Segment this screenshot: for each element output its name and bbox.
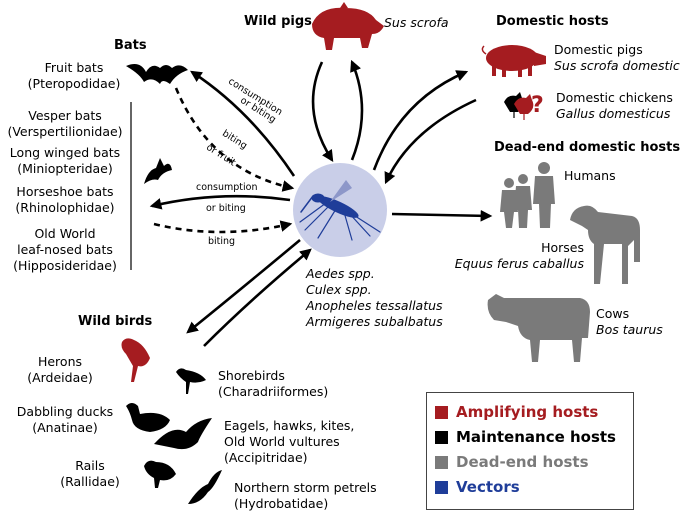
horse-icon xyxy=(570,205,640,284)
legend-swatch xyxy=(435,480,448,494)
arrow-birds-to-vector xyxy=(203,248,312,347)
arrow-vector-to-pigs xyxy=(350,59,364,161)
wild-birds-title: Wild birds xyxy=(78,314,153,329)
arrow-fruit-bats-to-vector xyxy=(174,87,295,192)
rail-icon xyxy=(144,460,176,488)
legend-item-vectors: Vectors xyxy=(435,476,520,498)
bats-title: Bats xyxy=(114,38,147,53)
legend-item-maintenance: Maintenance hosts xyxy=(435,426,616,448)
bird-group-herons: Herons (Ardeidae) xyxy=(27,354,93,385)
wild-pigs-species: Sus scrofa xyxy=(384,15,449,30)
fruit-bat-icon xyxy=(126,64,188,84)
bat-group-long-winged: Long winged bats (Miniopteridae) xyxy=(9,145,121,176)
domestic-pig-icon xyxy=(481,45,546,77)
vector-species-list: Aedes spp. Culex spp. Anopheles tessalla… xyxy=(306,266,443,329)
dead-end-title: Dead-end domestic hosts xyxy=(494,140,680,155)
arrow-vector-to-fruit-bats xyxy=(190,70,296,177)
legend-swatch xyxy=(435,430,448,444)
legend-swatch xyxy=(435,455,448,469)
arrows xyxy=(149,59,493,347)
label-mid-or-biting: or biting xyxy=(206,203,246,214)
chicken-icon xyxy=(504,92,534,120)
bat-group-vesper: Vesper bats (Verspertilionidae) xyxy=(7,108,123,139)
bird-group-accipitridae: Eagels, hawks, kites, Old World vultures… xyxy=(224,418,355,465)
arrow-bats-to-vector xyxy=(153,220,293,234)
arrow-vector-to-birds xyxy=(186,239,301,334)
arrow-vector-to-bats xyxy=(149,194,291,210)
bat-icon xyxy=(144,158,172,184)
bird-group-shorebirds: Shorebirds (Charadriiformes) xyxy=(218,368,329,399)
legend-item-dead-end: Dead-end hosts xyxy=(435,451,589,473)
humans-icon xyxy=(500,162,555,228)
question-mark: ? xyxy=(531,93,544,118)
heron-icon xyxy=(121,338,150,382)
label-mid-consumption: consumption xyxy=(196,182,258,193)
domestic-hosts-title: Domestic hosts xyxy=(496,14,609,29)
wild-boar-icon xyxy=(312,2,384,50)
duck-icon xyxy=(126,403,170,432)
bird-group-rails: Rails (Rallidae) xyxy=(60,458,120,489)
arrow-domestic-chickens-to-vector xyxy=(384,98,477,185)
arrow-vector-to-domestic-pigs xyxy=(372,70,469,171)
mosquito-icon xyxy=(299,180,381,241)
legend-item-amplifying: Amplifying hosts xyxy=(435,401,598,423)
shorebird-icon xyxy=(176,368,206,394)
legend-swatch xyxy=(435,405,448,419)
bat-group-horseshoe: Horseshoe bats (Rhinolophidae) xyxy=(15,184,115,215)
domestic-chickens-label: Domestic chickens Gallus domesticus xyxy=(556,90,673,121)
label-mid-biting: biting xyxy=(208,236,236,247)
arrow-pigs-to-vector xyxy=(311,61,334,162)
legend: Amplifying hosts Maintenance hosts Dead-… xyxy=(426,392,634,510)
arrow-vector-to-dead-end xyxy=(391,209,493,222)
eagle-icon xyxy=(154,418,212,450)
wild-pigs-title: Wild pigs xyxy=(244,14,312,29)
humans-label: Humans xyxy=(564,168,616,183)
bat-group-fruit: Fruit bats (Pteropodidae) xyxy=(27,60,121,91)
cow-icon xyxy=(487,294,590,362)
bat-group-leaf-nosed: Old World leaf-nosed bats (Hipposiderida… xyxy=(13,226,117,273)
bird-group-storm-petrels: Northern storm petrels (Hydrobatidae) xyxy=(234,480,377,511)
bird-group-dabbling-ducks: Dabbling ducks (Anatinae) xyxy=(16,404,114,435)
storm-petrel-icon xyxy=(188,470,222,504)
cows-label: Cows Bos taurus xyxy=(596,306,663,337)
domestic-pigs-label: Domestic pigs Sus scrofa domestica xyxy=(554,42,680,73)
horses-label: Horses Equus ferus caballus xyxy=(454,240,584,271)
